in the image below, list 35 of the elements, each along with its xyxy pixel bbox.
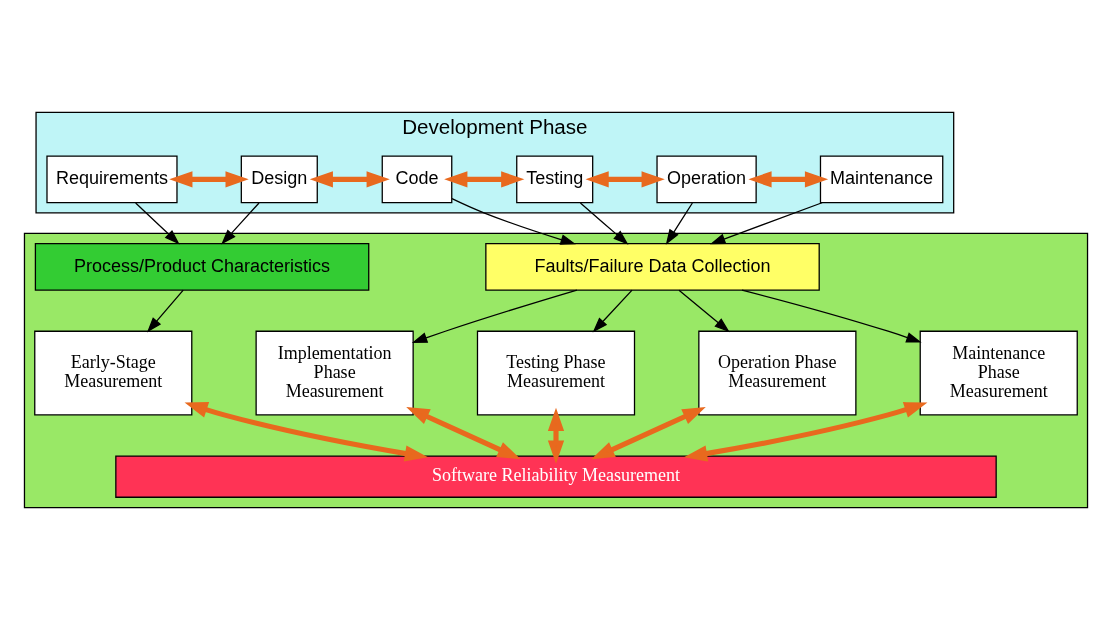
arrow	[585, 170, 665, 187]
node-box: Maintenance	[819, 155, 944, 203]
arrow	[579, 201, 629, 245]
node-box: Implementation Phase Measurement	[255, 330, 414, 416]
node-box: Operation Phase Measurement	[698, 330, 857, 416]
node-box: Design	[240, 155, 318, 203]
arrow	[451, 197, 576, 245]
arrow	[309, 170, 390, 187]
node-box: Testing Phase Measurement	[476, 330, 636, 416]
arrow	[748, 170, 829, 187]
node-box: Software Reliability Measurement	[115, 454, 997, 498]
arrow	[221, 201, 260, 245]
arrow	[710, 201, 823, 244]
arrow	[592, 289, 633, 332]
arrow	[184, 401, 428, 462]
node-box: Code	[381, 155, 453, 203]
arrow	[741, 288, 922, 343]
arrow	[591, 406, 706, 459]
arrow	[684, 401, 928, 462]
node-box: Process/Product Characteristics	[34, 242, 370, 291]
arrow	[135, 201, 180, 244]
node-box: Faults/Failure Data Collection	[485, 242, 820, 291]
node-box: Testing	[516, 155, 594, 203]
arrow	[169, 170, 249, 187]
arrow	[411, 288, 578, 343]
arrow	[678, 289, 730, 332]
arrow	[547, 407, 565, 464]
node-box: Requirements	[46, 155, 178, 203]
arrow	[146, 289, 184, 332]
node-box: Maintenance Phase Measurement	[919, 330, 1078, 416]
arrow	[665, 201, 693, 245]
node-box: Early-Stage Measurement	[34, 330, 193, 416]
node-box: Operation	[656, 155, 757, 203]
arrow	[406, 406, 521, 459]
arrow	[444, 170, 525, 187]
